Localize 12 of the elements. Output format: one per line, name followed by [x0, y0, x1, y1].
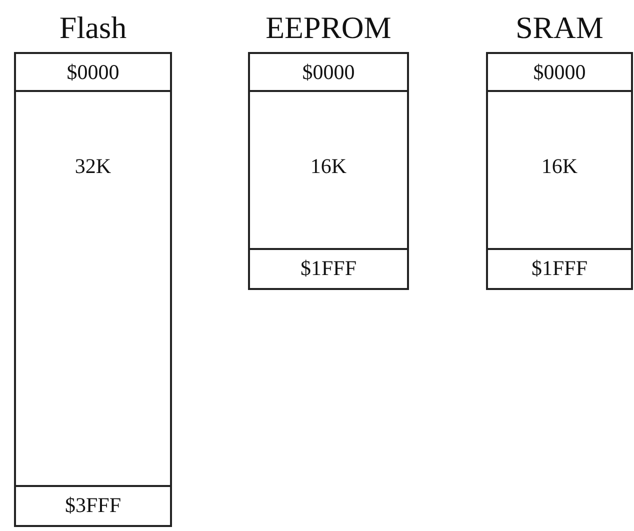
address-text: $3FFF: [64, 493, 122, 517]
memory-column-heading: SRAM: [514, 9, 604, 47]
memory-size-text: 16K: [541, 154, 578, 178]
address-text: $1FFF: [300, 256, 357, 280]
memory-column-heading: Flash: [58, 9, 128, 47]
memory-size-text: 32K: [74, 154, 112, 178]
address-text: $0000: [533, 60, 586, 84]
address-text: $0000: [66, 60, 120, 84]
memory-column-heading: EEPROM: [264, 9, 392, 47]
memory-size-text: 16K: [310, 154, 347, 178]
address-text: $0000: [302, 60, 355, 84]
address-text: $1FFF: [531, 256, 588, 280]
